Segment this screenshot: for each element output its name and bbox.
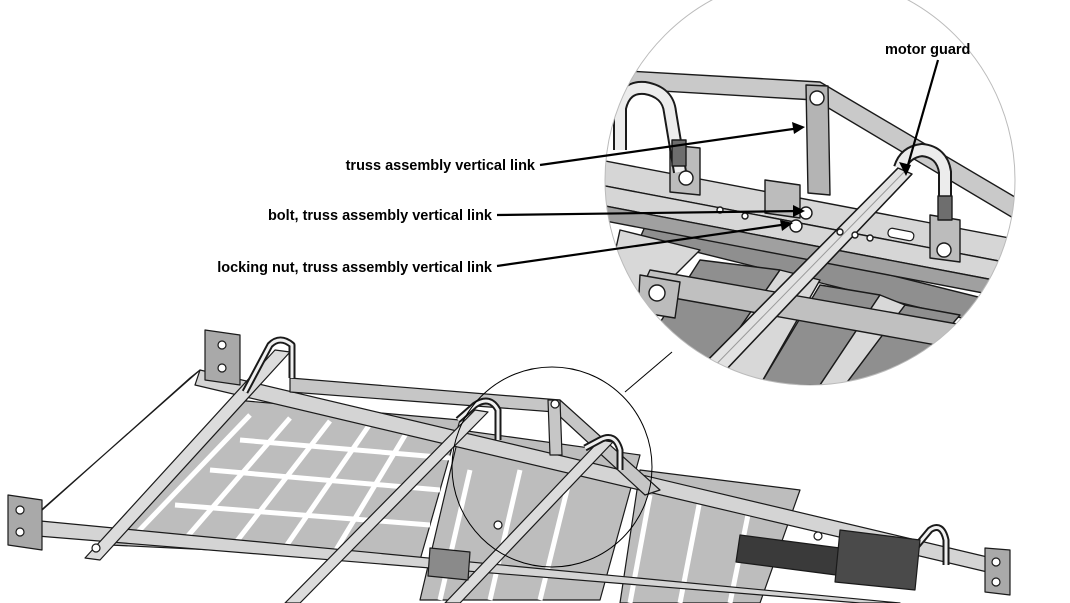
label-truss-vertical-link: truss assembly vertical link (346, 158, 536, 174)
arrow-vertical-link (792, 122, 805, 134)
handle-highlights (243, 338, 948, 565)
label-locking-nut-vertical-link: locking nut, truss assembly vertical lin… (217, 260, 493, 276)
arrow-motor-guard (899, 162, 911, 176)
detail-view (604, 0, 1016, 386)
leader-motor-guard (904, 59, 940, 173)
detail-vertical-link (805, 84, 831, 196)
leader-bolt (496, 209, 801, 217)
detail-motor-guard-tube (687, 167, 913, 385)
deck-grid-lines (128, 413, 753, 603)
frame-bolts (15, 340, 1001, 587)
label-motor-guard: motor guard (885, 42, 970, 58)
detail-rail-lower (605, 204, 1015, 301)
leader-vertical-link (539, 126, 801, 167)
detail-circle-outline (604, 0, 1016, 386)
label-bolt-vertical-link: bolt, truss assembly vertical link (268, 208, 493, 224)
arrow-locking-nut (780, 220, 793, 231)
leader-lines (496, 59, 940, 268)
motor-assembly (427, 529, 921, 591)
leader-locking-nut (496, 222, 789, 268)
arrow-bolt (793, 205, 805, 217)
cross-tubes (84, 349, 614, 603)
detail-callout-connector (451, 351, 673, 568)
detail-handles (613, 80, 952, 215)
detail-slot (887, 227, 915, 242)
truss-assembly (289, 377, 661, 496)
detail-connector-line (624, 351, 673, 393)
detail-handle-sleeves (671, 139, 953, 221)
detail-source-circle (451, 366, 653, 568)
leader-arrowheads (780, 122, 911, 231)
main-bed-frame (7, 329, 1011, 603)
